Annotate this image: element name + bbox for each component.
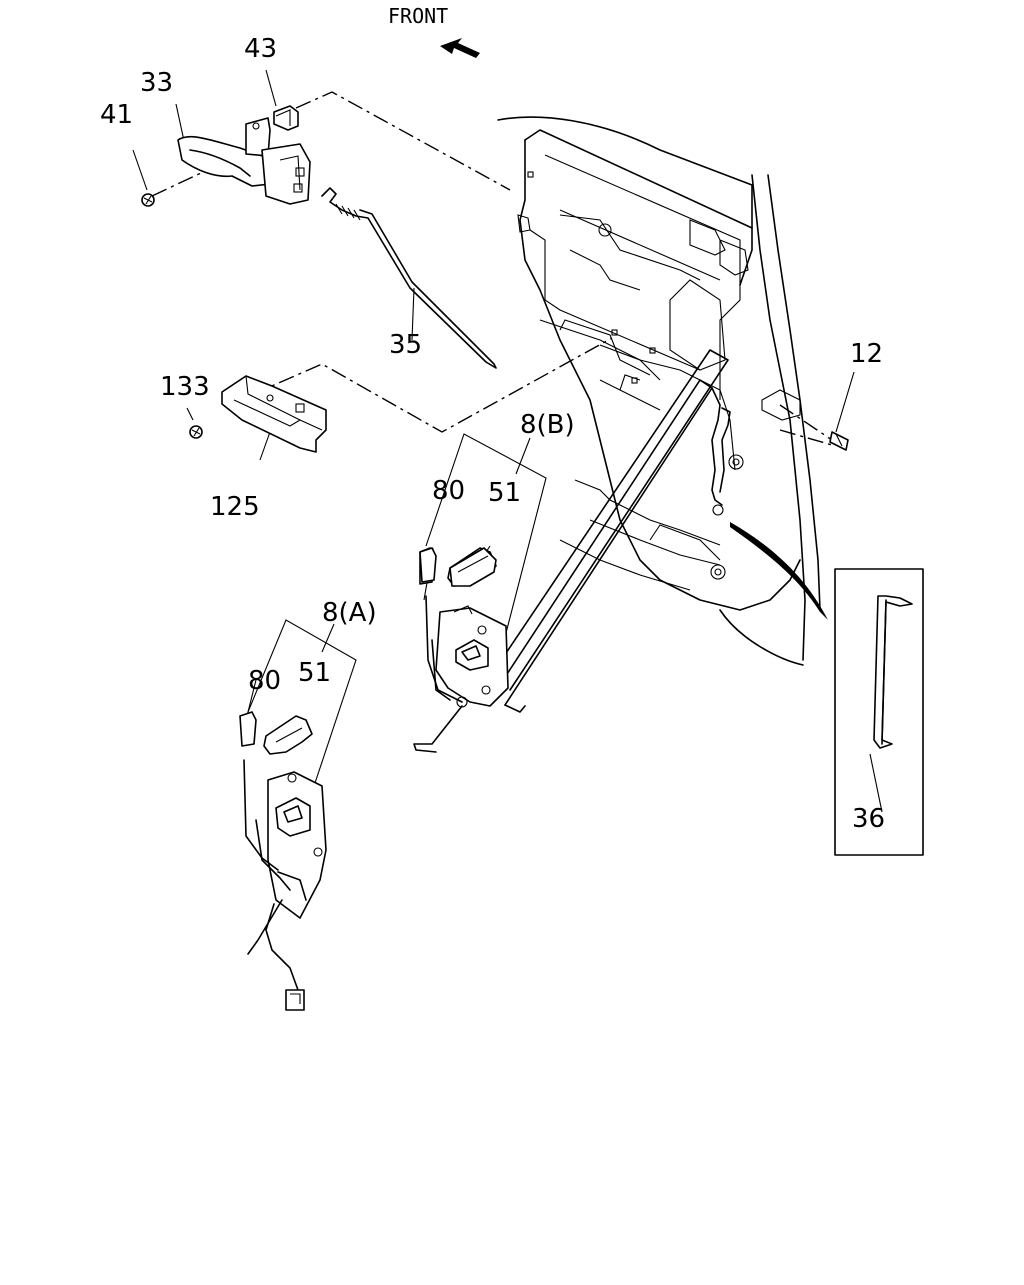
callout-8a: 8(A) [322,598,377,628]
door-panel [497,116,828,666]
part-80b-clip [419,547,437,583]
callout-41: 41 [100,100,134,130]
callout-80a: 80 [248,666,282,696]
part-8a-lock-assembly [239,711,327,1011]
front-label: FRONT [388,4,449,28]
callout-33: 33 [140,68,174,98]
front-arrow-icon [440,38,480,58]
callout-43: 43 [244,34,278,64]
callout-80b: 80 [432,476,466,506]
callout-12: 12 [850,339,884,369]
callout-51b: 51 [488,478,522,508]
callout-8b: 8(B) [520,410,575,440]
control-rods [489,349,731,713]
callout-133: 133 [160,372,210,402]
part-35-rod [321,187,497,369]
part-125-bracket [221,375,327,453]
part-12-screw [829,431,849,451]
callout-35: 35 [389,330,423,360]
part-43-clip [273,105,299,131]
part-36-inset [834,568,924,856]
callout-51a: 51 [298,658,332,688]
part-33-inside-handle [177,117,311,205]
callout-125: 125 [210,492,260,522]
part-41-screw [141,193,155,207]
part-133-screw [189,425,203,439]
callout-36: 36 [852,804,886,834]
part-51b-clip [449,547,497,587]
